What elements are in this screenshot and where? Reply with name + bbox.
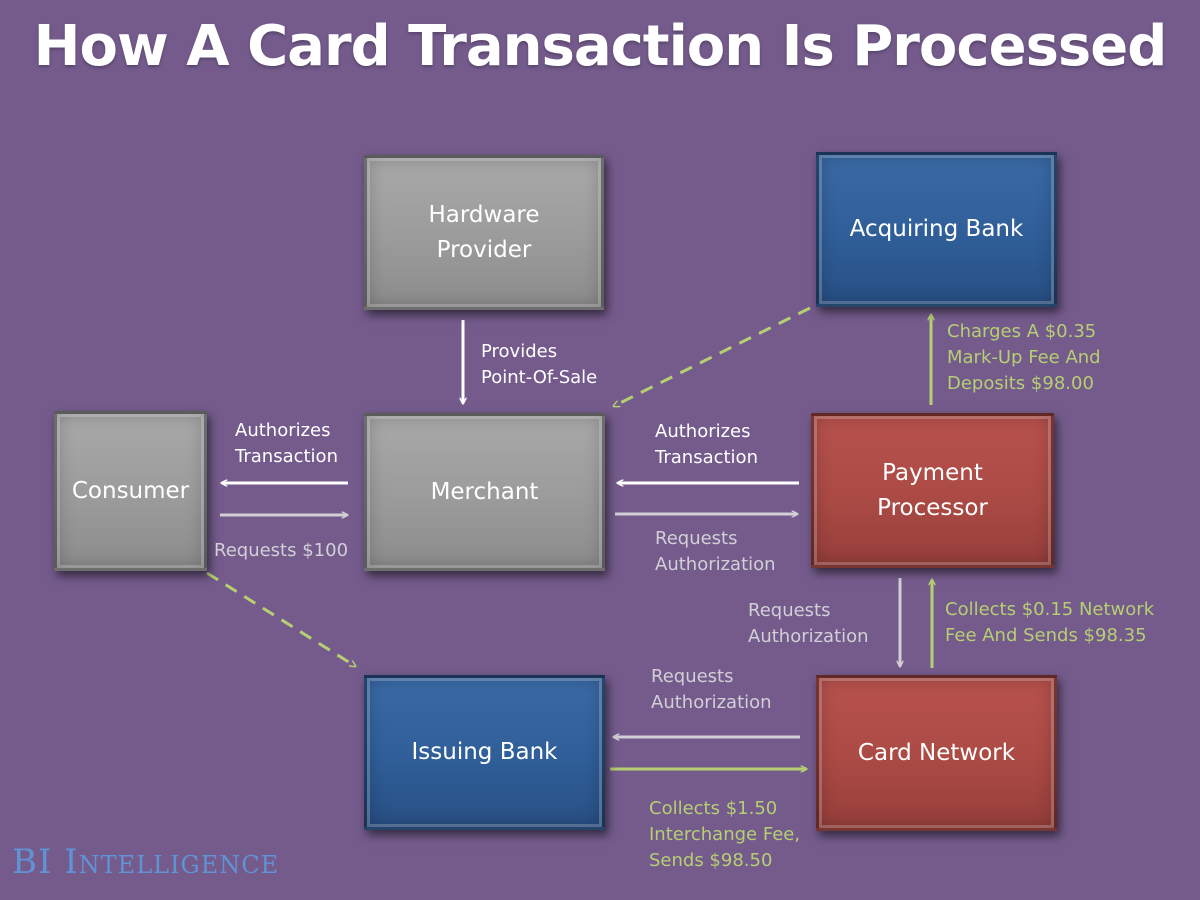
payment-processor-node: Payment Processor [811, 413, 1054, 568]
logo-name: Intelligence [64, 842, 280, 882]
edge-label-acquiring-fee: Charges A $0.35 Mark-Up Fee And Deposits… [947, 321, 1101, 394]
consumer-label: Consumer [71, 477, 190, 504]
arrow-consumer-to-issuing [206, 571, 355, 666]
issuing-bank-node: Issuing Bank [364, 675, 605, 830]
edge-label-network-fee: Collects $0.15 Network Fee And Sends $98… [945, 599, 1155, 646]
acquiring-bank-node: Acquiring Bank [816, 152, 1057, 307]
merchant-node: Merchant [364, 413, 605, 571]
edge-label-processor-authorizes: Authorizes Transaction [655, 421, 758, 468]
acquiring-bank-label: Acquiring Bank [849, 216, 1024, 243]
edge-label-merchant-requests-auth: Requests Authorization [655, 528, 776, 575]
edge-label-network-requests-auth: Requests Authorization [651, 666, 772, 713]
edge-label-consumer-authorizes: Authorizes Transaction [235, 420, 338, 467]
card-network-label: Card Network [857, 739, 1016, 766]
edge-label-interchange-fee: Collects $1.50 Interchange Fee, Sends $9… [649, 798, 801, 871]
consumer-node: Consumer [54, 411, 207, 571]
edge-label-requests-100: Requests $100 [214, 540, 349, 561]
bi-intelligence-logo: BI Intelligence [12, 842, 279, 882]
payment-processor-label: Payment Processor [877, 460, 988, 521]
card-network-node: Card Network [816, 675, 1057, 831]
issuing-bank-label: Issuing Bank [411, 739, 558, 766]
arrow-acquiring-to-merchant [614, 306, 811, 408]
hardware-provider-label: Hardware Provider [428, 202, 540, 263]
hardware-provider-node: Hardware Provider [364, 155, 604, 310]
logo-prefix: BI [12, 842, 53, 882]
edge-label-provides-pos: Provides Point-Of-Sale [481, 341, 598, 388]
merchant-label: Merchant [430, 478, 539, 505]
page-title: How A Card Transaction Is Processed [33, 14, 1168, 79]
edge-label-processor-requests-auth: Requests Authorization [748, 600, 869, 647]
